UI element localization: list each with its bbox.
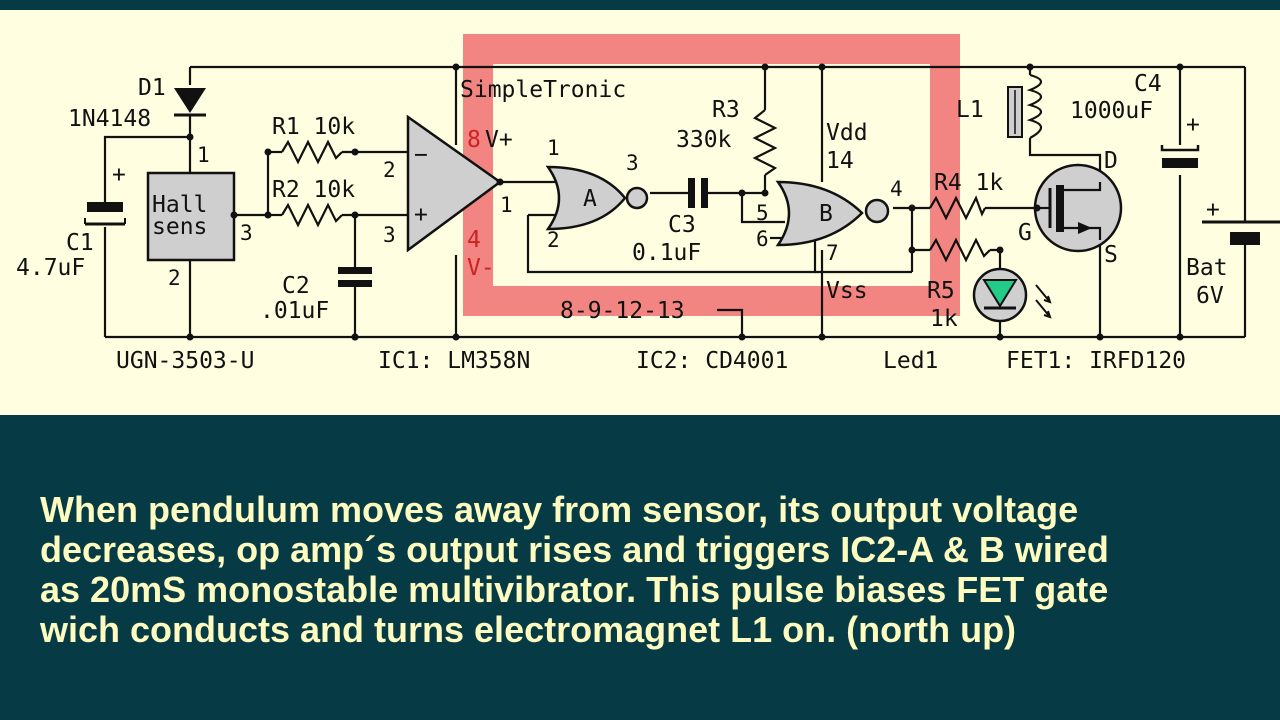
junction-dots [186, 63, 1184, 341]
r3-value: 330k [676, 127, 732, 153]
opamp-minus: − [414, 142, 428, 168]
d1-diode-symbol [174, 88, 206, 117]
led1-symbol [972, 267, 1052, 323]
opamp-ic1-symbol [406, 114, 503, 253]
r1-resistor-symbol [281, 139, 343, 165]
fet-part: FET1: IRFD120 [1006, 348, 1186, 374]
r4-label: R4 1k [934, 170, 1003, 196]
caption-line-3: as 20mS monostable multivibrator. This p… [40, 569, 1109, 610]
gate-b-pin5: 5 [756, 201, 769, 225]
gate-a-label: A [583, 186, 597, 212]
vss-label: Vss [826, 278, 868, 304]
ic1-vminus: V- [467, 255, 495, 281]
d1-name: D1 [138, 75, 166, 101]
r2-label: R2 10k [272, 177, 355, 203]
brand-label: SimpleTronic [460, 77, 626, 103]
c2-value: .01uF [260, 298, 329, 324]
c1-plus: + [112, 162, 126, 188]
r4-resistor-symbol [929, 195, 986, 221]
gate-b-symbol [775, 180, 890, 247]
fet-d-label: D [1104, 148, 1118, 174]
hall-label-line2: sens [152, 214, 207, 240]
c4-name: C4 [1134, 71, 1162, 97]
gate-a-pin2: 2 [547, 228, 560, 252]
caption-line-4: wich conducts and turns electromagnet L1… [40, 609, 1017, 650]
c4-capacitor-symbol [1160, 145, 1200, 168]
c1-capacitor-symbol [84, 202, 126, 226]
top-bar [0, 0, 1280, 10]
c1-value: 4.7uF [16, 255, 85, 281]
bat-value: 6V [1196, 283, 1224, 309]
r5-name: R5 [927, 278, 955, 304]
vdd-label: Vdd [826, 120, 868, 146]
opamp-plus: + [414, 202, 428, 228]
bat-plus: + [1206, 197, 1220, 223]
l1-coil-symbol [1007, 73, 1043, 139]
gate-a-symbol [545, 165, 649, 231]
c4-value: 1000uF [1070, 98, 1153, 124]
r5-value: 1k [930, 306, 958, 332]
r3-resistor-symbol [752, 109, 778, 176]
gate-b-pin4: 4 [890, 177, 903, 201]
c3-value: 0.1uF [632, 240, 701, 266]
gate-a-pin3: 3 [626, 151, 639, 175]
ic1-part: IC1: LM358N [378, 348, 530, 374]
schematic-panel: SimpleTronic D1 1N4148 + C1 4.7uF Hall s… [0, 10, 1280, 415]
hall-sensor-box [146, 171, 236, 262]
gate-b-pin7: 7 [826, 241, 839, 265]
r5-resistor-symbol [929, 237, 991, 263]
r2-resistor-symbol [281, 202, 343, 228]
r1-label: R1 10k [272, 114, 355, 140]
r3-name: R3 [712, 97, 740, 123]
schematic-diagram: SimpleTronic D1 1N4148 + C1 4.7uF Hall s… [16, 34, 1280, 374]
battery-symbol [1202, 220, 1280, 245]
hall-pin1: 1 [197, 143, 210, 167]
vdd-pin: 14 [826, 148, 854, 174]
ic2-part: IC2: CD4001 [636, 348, 788, 374]
led-part: Led1 [883, 348, 938, 374]
ic1-pin3: 3 [383, 223, 396, 247]
c2-capacitor-symbol [338, 267, 372, 287]
d1-value: 1N4148 [68, 106, 151, 132]
hall-pin2: 2 [168, 266, 181, 290]
fet-s-label: S [1104, 242, 1118, 268]
gate-b-label: B [819, 201, 833, 227]
unused-pins: 8-9-12-13 [560, 298, 685, 324]
c3-name: C3 [668, 212, 696, 238]
c4-plus: + [1186, 112, 1200, 138]
c2-name: C2 [282, 273, 310, 299]
fet1-symbol [1033, 163, 1123, 253]
bat-name: Bat [1186, 255, 1228, 281]
gate-a-pin1: 1 [547, 136, 560, 160]
ic1-vplus: V+ [485, 127, 513, 153]
gate-b-pin6: 6 [756, 227, 769, 251]
fet-g-label: G [1018, 220, 1032, 246]
ic1-pin1: 1 [500, 193, 513, 217]
hall-label-line1: Hall [152, 192, 207, 218]
ic1-pin4: 4 [467, 227, 481, 253]
hall-part: UGN-3503-U [116, 348, 254, 374]
c1-name: C1 [66, 230, 94, 256]
ic1-pin2: 2 [383, 158, 396, 182]
c3-capacitor-symbol [688, 178, 708, 208]
caption-line-2: decreases, op amp´s output rises and tri… [40, 529, 1109, 570]
description-caption: When pendulum moves away from sensor, it… [40, 490, 1260, 650]
hall-pin3: 3 [240, 221, 253, 245]
ic1-pin8: 8 [467, 127, 481, 153]
l1-name: L1 [956, 97, 984, 123]
caption-line-1: When pendulum moves away from sensor, it… [40, 489, 1079, 530]
